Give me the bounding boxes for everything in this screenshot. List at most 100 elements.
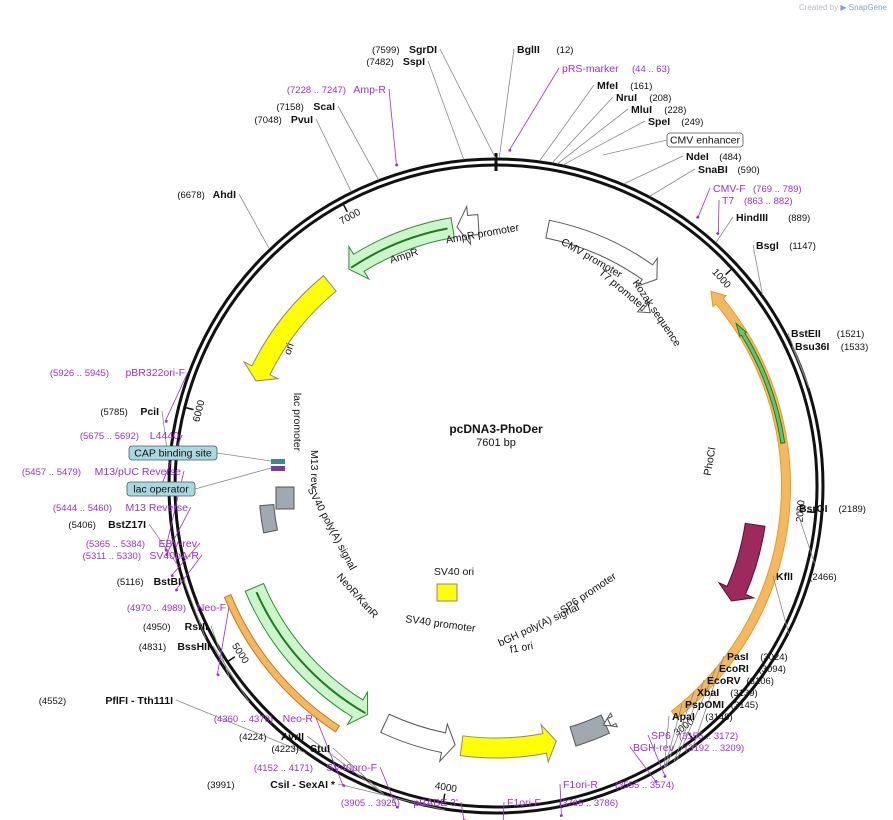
enzyme-bstz17i[interactable]: BstZ17I(5406) — [68, 519, 146, 531]
enzyme-bsshii[interactable]: BssHII(4831) — [139, 641, 210, 653]
enzyme-leader-line — [551, 96, 614, 164]
enzyme-csii-sexai[interactable]: CsiI - SexAI *(3991) — [207, 779, 336, 791]
enzyme-name: BsgI — [756, 240, 779, 252]
enzyme-bglii[interactable]: BglII(12) — [517, 44, 573, 56]
primer-f1ori-f[interactable]: F1ori-F(3765 .. 3786) — [507, 797, 618, 809]
enzyme-avrii[interactable]: AvrII(4224) — [239, 731, 304, 743]
primer-name: pBABE 3' — [413, 797, 458, 809]
enzyme-leader-line — [539, 84, 595, 162]
box-leader-line — [216, 452, 272, 462]
enzyme-leader-line — [175, 699, 306, 754]
enzyme-snabi[interactable]: SnaBI(590) — [698, 164, 760, 176]
primer-mark — [174, 588, 179, 592]
feature-label-sv40-promoter: SV40 promoter — [405, 613, 477, 635]
primer-pbabe-3[interactable]: pBABE 3'(3905 .. 3925) — [341, 797, 458, 809]
enzyme-mfei[interactable]: MfeI(161) — [597, 80, 652, 92]
primer-f1ori-r[interactable]: F1ori-R(3555 .. 3574) — [563, 779, 674, 791]
enzyme-position: (208) — [649, 93, 671, 104]
enzyme-bsu36i[interactable]: Bsu36I(1533) — [795, 341, 868, 353]
enzyme-rsrii[interactable]: RsrII(4950) — [143, 621, 208, 633]
primer-neo-r[interactable]: Neo-R(4360 .. 4379) — [214, 713, 314, 725]
primer-neo-f[interactable]: Neo-F(4970 .. 4989) — [127, 602, 226, 614]
enzyme-position: (7482) — [366, 57, 393, 68]
enzyme-pspomi[interactable]: PspOMI(3145) — [685, 699, 758, 711]
enzyme-sspi[interactable]: SspI (7482) — [366, 56, 425, 68]
enzyme-nrui[interactable]: NruI (208) — [616, 92, 671, 104]
enzyme-position: (1521) — [837, 329, 864, 340]
feature-label-kozak-sequence: Kozak sequence — [630, 278, 683, 349]
enzyme-name: SgrDI — [409, 44, 437, 56]
enzyme-ecori[interactable]: EcoRI(3094) — [719, 663, 786, 675]
enzyme-name: BsrGI — [799, 503, 828, 515]
enzyme-apai[interactable]: ApaI(3149) — [672, 711, 733, 723]
enzyme-name: NdeI — [686, 151, 709, 163]
primer-mark — [170, 574, 174, 578]
primer-name: SV40pA-R — [149, 550, 199, 562]
enzyme-xbai[interactable]: XbaI(3139) — [697, 687, 758, 699]
primer-position: (3555 .. 3574) — [615, 780, 674, 791]
primer-sv40pa-r[interactable]: SV40pA-R(5311 .. 5330) — [83, 550, 200, 562]
primer-bgh-rev[interactable]: BGH-rev(3192 .. 3209) — [633, 742, 744, 754]
primer-m13-reverse[interactable]: M13 Reverse(5444 .. 5460) — [53, 502, 188, 514]
enzyme-pasi[interactable]: PasI(3024) — [727, 651, 788, 663]
primer-l4440[interactable]: L4440(5675 .. 5692) — [80, 430, 179, 442]
boxed-feature-cmv-enhancer[interactable]: CMV enhancer — [666, 132, 744, 148]
enzyme-pcii[interactable]: PciI(5785) — [100, 406, 159, 418]
enzyme-leader-line — [623, 155, 684, 185]
enzyme-sgrdi[interactable]: SgrDI(7599) — [372, 44, 437, 56]
feature-sv40-ori-box — [436, 583, 458, 602]
enzyme-name: PvuI — [291, 114, 313, 126]
enzyme-leader-line — [791, 345, 810, 389]
enzyme-leader-line — [795, 507, 816, 564]
feature-cmv-promoter — [545, 219, 658, 288]
feature-label-ori: ori — [282, 342, 297, 357]
primer-m13-puc-reverse[interactable]: M13/pUC Reverse(5457 .. 5479) — [22, 466, 181, 478]
feature-t7-promoter-shape — [636, 298, 651, 314]
enzyme-name: NruI — [616, 92, 637, 104]
enzyme-position: (2466) — [809, 572, 836, 583]
primer-ebv-rev[interactable]: EBV-rev(5365 .. 5384) — [86, 538, 198, 550]
boxed-feature-lac-operator[interactable]: lac operator — [126, 481, 196, 497]
primer-mark — [395, 163, 399, 167]
enzyme-mlui[interactable]: MluI(228) — [631, 104, 686, 116]
enzyme-stui[interactable]: StuI(4223) — [271, 743, 330, 755]
enzyme-bstbi[interactable]: BstBI(5116) — [117, 576, 181, 588]
primer-position: (4360 .. 4379) — [214, 714, 273, 725]
enzyme-spei[interactable]: SpeI(249) — [648, 116, 703, 128]
enzyme-bsteii[interactable]: BstEII(1521) — [791, 328, 864, 340]
enzyme-name: RsrII — [185, 621, 208, 633]
boxed-feature-cap-binding-site[interactable]: CAP binding site — [128, 445, 218, 461]
enzyme-ecorv[interactable]: EcoRV(3106) — [707, 675, 774, 687]
primer-amp-r[interactable]: Amp-R(7228 .. 7247) — [287, 84, 387, 96]
primer-t7[interactable]: T7(863 .. 882) — [722, 195, 793, 207]
tick-label: 5000 — [229, 641, 251, 666]
enzyme-bsrgi[interactable]: BsrGI(2189) — [799, 503, 866, 515]
enzyme-position: (484) — [719, 152, 741, 163]
enzyme-pflfi-tth111i[interactable]: PflFI - Tth111I(4552) — [39, 695, 173, 707]
primer-mark — [395, 805, 400, 809]
primer-leader-line — [697, 187, 711, 217]
primer-sp6[interactable]: SP6(3155 .. 3172) — [651, 730, 738, 742]
enzyme-hindiii[interactable]: HindIII(889) — [736, 212, 810, 224]
enzyme-position: (5406) — [68, 520, 95, 531]
enzyme-position: (3106) — [747, 676, 774, 687]
primer-position: (769 .. 789) — [753, 184, 802, 195]
enzyme-scai[interactable]: ScaI(7158) — [276, 101, 335, 113]
enzyme-ndei[interactable]: NdeI (484) — [686, 151, 741, 163]
enzyme-leader-line — [666, 691, 695, 767]
primer-position: (5675 .. 5692) — [80, 431, 139, 442]
enzyme-name: KflI — [776, 571, 793, 583]
enzyme-kfli[interactable]: KflI (2466) — [776, 571, 837, 583]
feature-sv40-polya-shape — [259, 504, 278, 534]
primer-prs-marker[interactable]: pRS-marker(44 .. 63) — [562, 63, 670, 75]
enzyme-bsgi[interactable]: BsgI(1147) — [756, 240, 816, 252]
feature-ampr — [348, 217, 455, 281]
enzyme-ahdi[interactable]: AhdI(6678) — [177, 189, 236, 201]
enzyme-name: CsiI - SexAI * — [270, 779, 336, 791]
enzyme-name: SspI — [403, 56, 425, 68]
primer-pbr322ori-f[interactable]: pBR322ori-F(5926 .. 5945) — [50, 367, 185, 379]
primer-cmv-f[interactable]: CMV-F(769 .. 789) — [713, 183, 802, 195]
primer-sv40pro-f[interactable]: SV40pro-F(4152 .. 4171) — [254, 762, 377, 774]
enzyme-name: PciI — [140, 406, 159, 418]
enzyme-pvui[interactable]: PvuI(7048) — [254, 114, 313, 126]
